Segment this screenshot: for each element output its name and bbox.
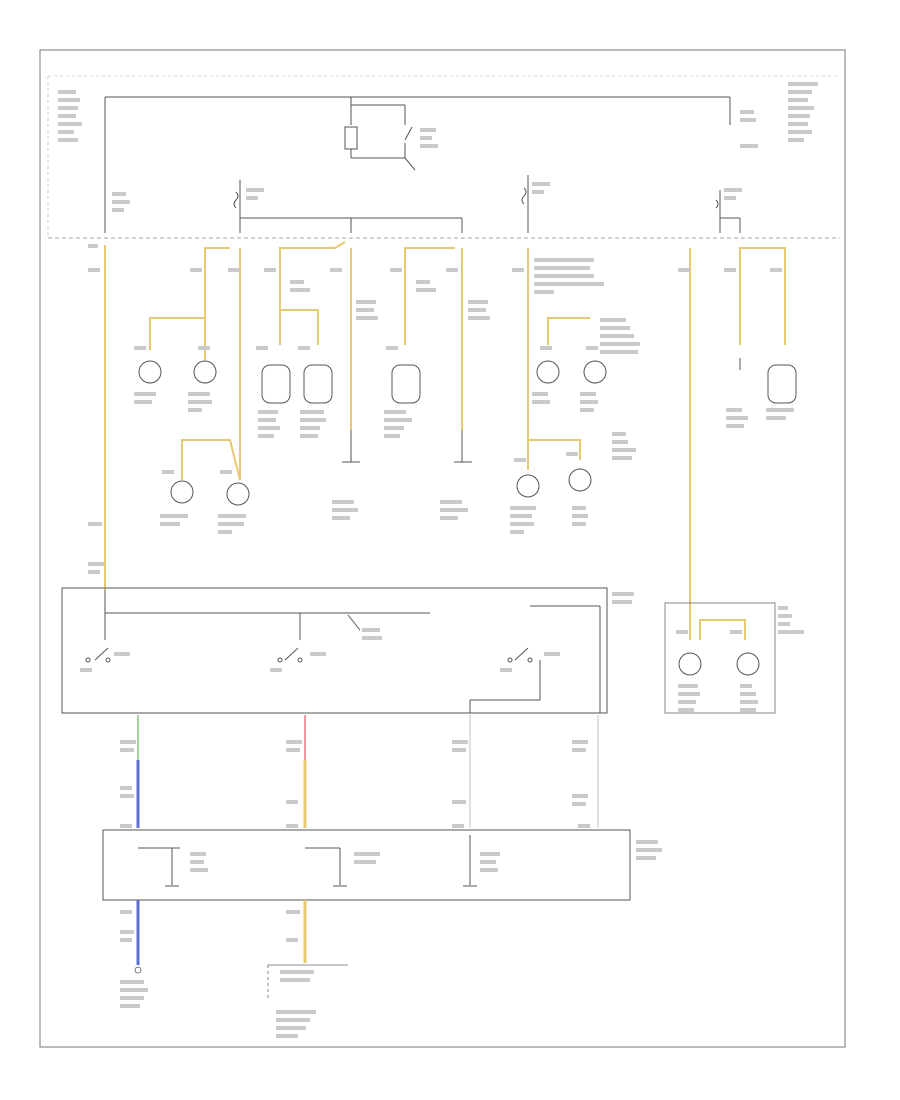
module-auxiliary (767, 364, 797, 404)
headlamp-switch-box (61, 587, 608, 714)
lighting-control-module-box (102, 829, 631, 901)
control-module-wires (136, 715, 599, 828)
lamp-front-right-park (170, 480, 194, 504)
lamp-front-left-park (138, 360, 162, 384)
control-module-internals (138, 829, 610, 887)
relay (344, 126, 416, 171)
lamp-front-left-marker (193, 360, 217, 384)
module-instrument-cluster (391, 364, 421, 404)
illegible-label-blocks (58, 82, 818, 1038)
fuse-column (233, 175, 741, 233)
lamp-rear-left (536, 360, 560, 384)
wire-yellow-group (104, 241, 786, 640)
tail-lamp-assembly-box (664, 602, 776, 714)
lamp-rear-license-2 (568, 468, 592, 492)
lamp-tail-left (678, 652, 702, 676)
lamp-rear-license-1 (516, 474, 540, 498)
lamp-group (138, 360, 760, 676)
module-climate-control (303, 364, 333, 404)
connector-ground-left (134, 966, 142, 974)
lower-connector (267, 964, 348, 1000)
component-group (261, 358, 797, 404)
lamp-rear-right (583, 360, 607, 384)
lamp-front-right-marker (226, 482, 250, 506)
module-radio-illumination (261, 364, 291, 404)
top-power-bus (104, 96, 731, 233)
lamp-tail-right (736, 652, 760, 676)
diagram-frame (39, 49, 846, 1048)
ground-symbols (342, 430, 472, 463)
headlamp-switch-internals (85, 590, 601, 713)
